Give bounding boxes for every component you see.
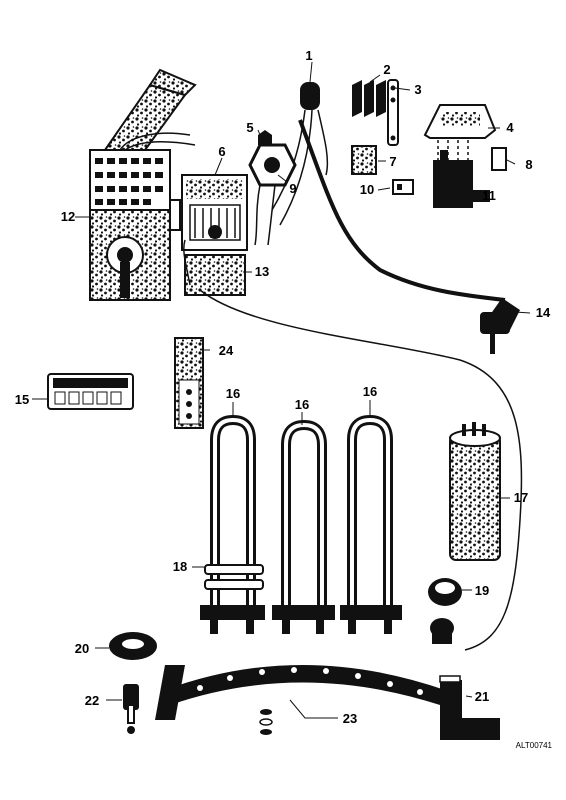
part-cap-19 [428,578,462,606]
callout-22: 22 [85,693,99,708]
callout-16c: 16 [363,384,377,399]
callout-3: 3 [414,82,421,97]
callout-24: 24 [219,343,234,358]
part-control-panel-15 [47,373,134,410]
part-spray-arm-23 [155,665,445,735]
callout-20: 20 [75,641,89,656]
callout-18: 18 [173,559,187,574]
callout-16b: 16 [295,397,309,412]
leader-lines [32,61,531,719]
part-terminal-block-6-13 [181,174,248,296]
callout-11: 11 [482,188,496,203]
callout-1: 1 [305,48,312,63]
callout-16a: 16 [226,386,240,401]
part-capacitor-17 [449,422,501,561]
callout-23: 23 [343,711,357,726]
callout-9: 9 [289,181,296,196]
callout-12: 12 [61,209,75,224]
part-door-lock-4-8-11 [423,104,507,208]
callout-7: 7 [389,154,396,169]
callout-21: 21 [475,689,489,704]
part-washer-20 [109,632,157,660]
part-pump-connector [430,618,454,644]
callout-14: 14 [536,305,551,320]
part-thermostat-2-3 [352,79,399,146]
callout-labels: 1 2 3 4 5 6 7 8 9 10 11 12 13 14 15 16 1… [15,48,551,726]
callout-4: 4 [506,120,514,135]
callout-6: 6 [218,144,225,159]
part-programmer-12 [89,68,197,301]
part-connector-10 [392,179,414,195]
connecting-wire [183,239,523,651]
callout-8: 8 [525,157,532,172]
part-heating-elements-16 [200,414,402,634]
part-relay-7 [351,145,377,175]
callout-19: 19 [475,583,489,598]
callout-17: 17 [514,490,528,505]
callout-15: 15 [15,392,29,407]
part-filter-24 [174,337,204,429]
callout-10: 10 [360,182,374,197]
callout-13: 13 [255,264,269,279]
reference-code: ALT00741 [516,741,553,750]
part-sensor-22 [123,684,139,734]
part-hose-elbow-21 [439,675,500,740]
part-mains-cable-1-14 [248,82,520,354]
callout-5: 5 [246,120,253,135]
callout-2: 2 [383,62,390,77]
